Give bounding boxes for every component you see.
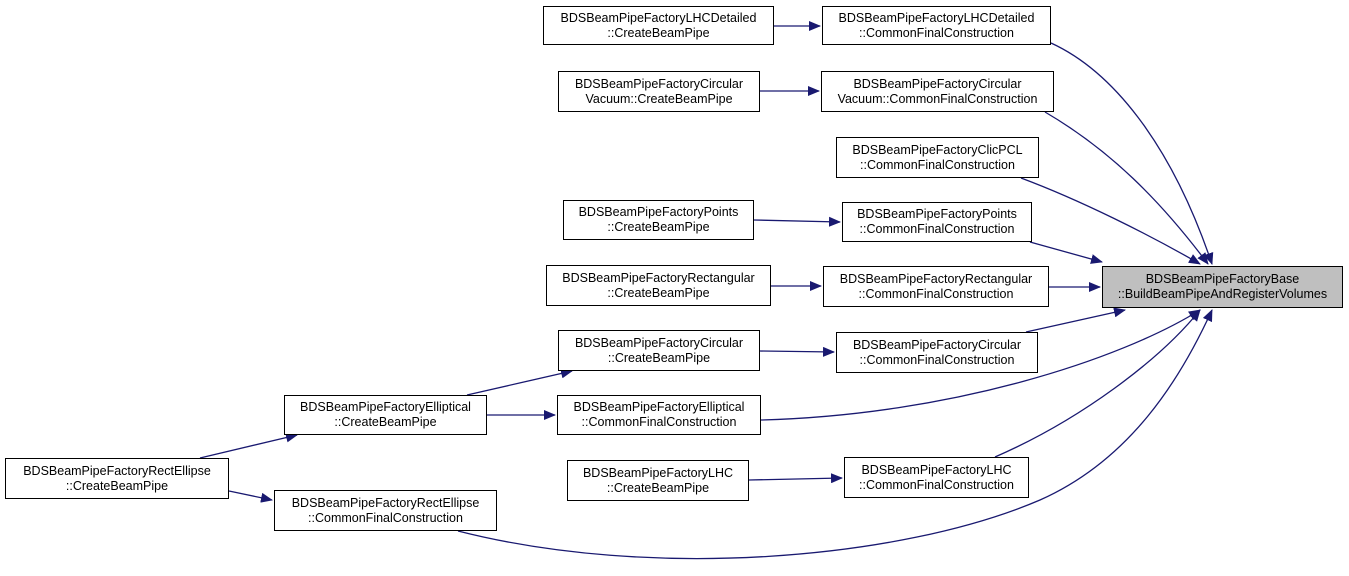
edge-circ-cbp-to-cfc (759, 346, 835, 357)
edge-points-cfc-to-base (1029, 241, 1103, 264)
edge-points-cbp-to-cfc (753, 216, 841, 227)
node-rectangular-commonfinalconstruction[interactable]: BDSBeamPipeFactoryRectangular ::CommonFi… (823, 266, 1049, 307)
node-label-line2: ::CreateBeamPipe (607, 220, 710, 234)
node-elliptical-createbeampipe[interactable]: BDSBeamPipeFactoryElliptical ::CreateBea… (284, 395, 487, 435)
node-label-line2: ::BuildBeamPipeAndRegisterVolumes (1117, 287, 1328, 301)
node-lhc-createbeampipe[interactable]: BDSBeamPipeFactoryLHC ::CreateBeamPipe (567, 460, 749, 501)
edge-re-cbp-to-re-cfc (228, 490, 273, 503)
node-rectellipse-commonfinalconstruction[interactable]: BDSBeamPipeFactoryRectEllipse ::CommonFi… (274, 490, 497, 531)
node-circularvacuum-commonfinalconstruction[interactable]: BDSBeamPipeFactoryCircular Vacuum::Commo… (821, 71, 1054, 112)
node-label-line2: ::CreateBeamPipe (65, 478, 169, 493)
node-label-line1: BDSBeamPipeFactoryCircular (852, 337, 1022, 352)
node-label-line1: BDSBeamPipeFactoryLHCDetailed (560, 10, 757, 25)
node-label-line1: BDSBeamPipeFactoryLHC (861, 462, 1012, 477)
node-label-line2: ::CommonFinalConstruction (859, 222, 1015, 236)
node-circularvacuum-createbeampipe[interactable]: BDSBeamPipeFactoryCircular Vacuum::Creat… (558, 71, 760, 112)
node-label-line1: BDSBeamPipeFactoryCircular (574, 76, 744, 91)
node-points-commonfinalconstruction[interactable]: BDSBeamPipeFactoryPoints ::CommonFinalCo… (842, 202, 1032, 242)
edge-lhc-cfc-to-base (994, 309, 1201, 458)
edge-circvac-cfc-to-base (1044, 111, 1209, 265)
edge-ell-cfc-to-base (760, 309, 1201, 421)
node-circular-commonfinalconstruction[interactable]: BDSBeamPipeFactoryCircular ::CommonFinal… (836, 332, 1038, 373)
edge-lhc-cbp-to-cfc (748, 473, 843, 484)
node-label-line2: ::CommonFinalConstruction (858, 286, 1014, 301)
node-rectellipse-createbeampipe[interactable]: BDSBeamPipeFactoryRectEllipse ::CreateBe… (5, 458, 229, 499)
edge-re-cfc-to-base (457, 309, 1213, 560)
node-label-line1: BDSBeamPipeFactoryPoints (857, 207, 1017, 221)
node-points-createbeampipe[interactable]: BDSBeamPipeFactoryPoints ::CreateBeamPip… (563, 200, 754, 240)
node-label-line2: ::CreateBeamPipe (607, 285, 710, 300)
edge-ell-cbp-to-circ-cbp (466, 368, 573, 396)
node-basefactory-buildbeampipeandregistervolumes: BDSBeamPipeFactoryBase ::BuildBeamPipeAn… (1102, 266, 1343, 308)
node-label-line1: BDSBeamPipeFactoryElliptical (573, 400, 745, 414)
node-label-line2: Vacuum::CommonFinalConstruction (837, 91, 1038, 106)
node-label-line1: BDSBeamPipeFactoryLHCDetailed (838, 10, 1035, 25)
node-label-line1: BDSBeamPipeFactoryBase (1145, 272, 1300, 286)
node-label-line1: BDSBeamPipeFactoryRectEllipse (291, 495, 480, 510)
node-label-line2: ::CommonFinalConstruction (859, 477, 1014, 492)
node-lhcdetailed-createbeampipe[interactable]: BDSBeamPipeFactoryLHCDetailed ::CreateBe… (543, 6, 774, 45)
node-label-line1: BDSBeamPipeFactoryRectEllipse (23, 463, 211, 478)
node-label-line1: BDSBeamPipeFactoryClicPCL (852, 142, 1023, 157)
node-label-line2: ::CreateBeamPipe (607, 25, 710, 40)
node-clicpcl-commonfinalconstruction[interactable]: BDSBeamPipeFactoryClicPCL ::CommonFinalC… (836, 137, 1039, 178)
node-label-line2: ::CommonFinalConstruction (860, 157, 1015, 172)
node-label-line2: ::CreateBeamPipe (334, 415, 437, 429)
node-label-line2: ::CommonFinalConstruction (859, 352, 1015, 367)
node-label-line2: ::CommonFinalConstruction (859, 25, 1014, 40)
node-label-line1: BDSBeamPipeFactoryRectangular (839, 271, 1033, 286)
node-rectangular-createbeampipe[interactable]: BDSBeamPipeFactoryRectangular ::CreateBe… (546, 265, 771, 306)
node-lhc-commonfinalconstruction[interactable]: BDSBeamPipeFactoryLHC ::CommonFinalConst… (844, 457, 1029, 498)
node-label-line2: ::CreateBeamPipe (607, 350, 711, 365)
node-lhcdetailed-commonfinalconstruction[interactable]: BDSBeamPipeFactoryLHCDetailed ::CommonFi… (822, 6, 1051, 45)
edge-circ-cfc-to-base (1025, 307, 1126, 333)
edge-lhcdet-cfc-to-base (1050, 42, 1214, 265)
edge-re-cbp-to-ell-cbp (199, 432, 298, 459)
node-elliptical-commonfinalconstruction[interactable]: BDSBeamPipeFactoryElliptical ::CommonFin… (557, 395, 761, 435)
node-label-line2: Vacuum::CreateBeamPipe (585, 91, 733, 106)
node-label-line1: BDSBeamPipeFactoryCircular (574, 335, 744, 350)
node-label-line1: BDSBeamPipeFactoryLHC (582, 465, 734, 480)
node-label-line1: BDSBeamPipeFactoryPoints (578, 205, 739, 219)
node-label-line1: BDSBeamPipeFactoryElliptical (300, 400, 471, 414)
node-label-line2: ::CommonFinalConstruction (308, 510, 463, 525)
node-label-line1: BDSBeamPipeFactoryCircular (853, 76, 1022, 91)
node-label-line2: ::CommonFinalConstruction (581, 415, 737, 429)
node-circular-createbeampipe[interactable]: BDSBeamPipeFactoryCircular ::CreateBeamP… (558, 330, 760, 371)
edge-clic-cfc-to-base (1020, 177, 1201, 265)
node-label-line2: ::CreateBeamPipe (606, 480, 710, 495)
node-label-line1: BDSBeamPipeFactoryRectangular (562, 270, 755, 285)
